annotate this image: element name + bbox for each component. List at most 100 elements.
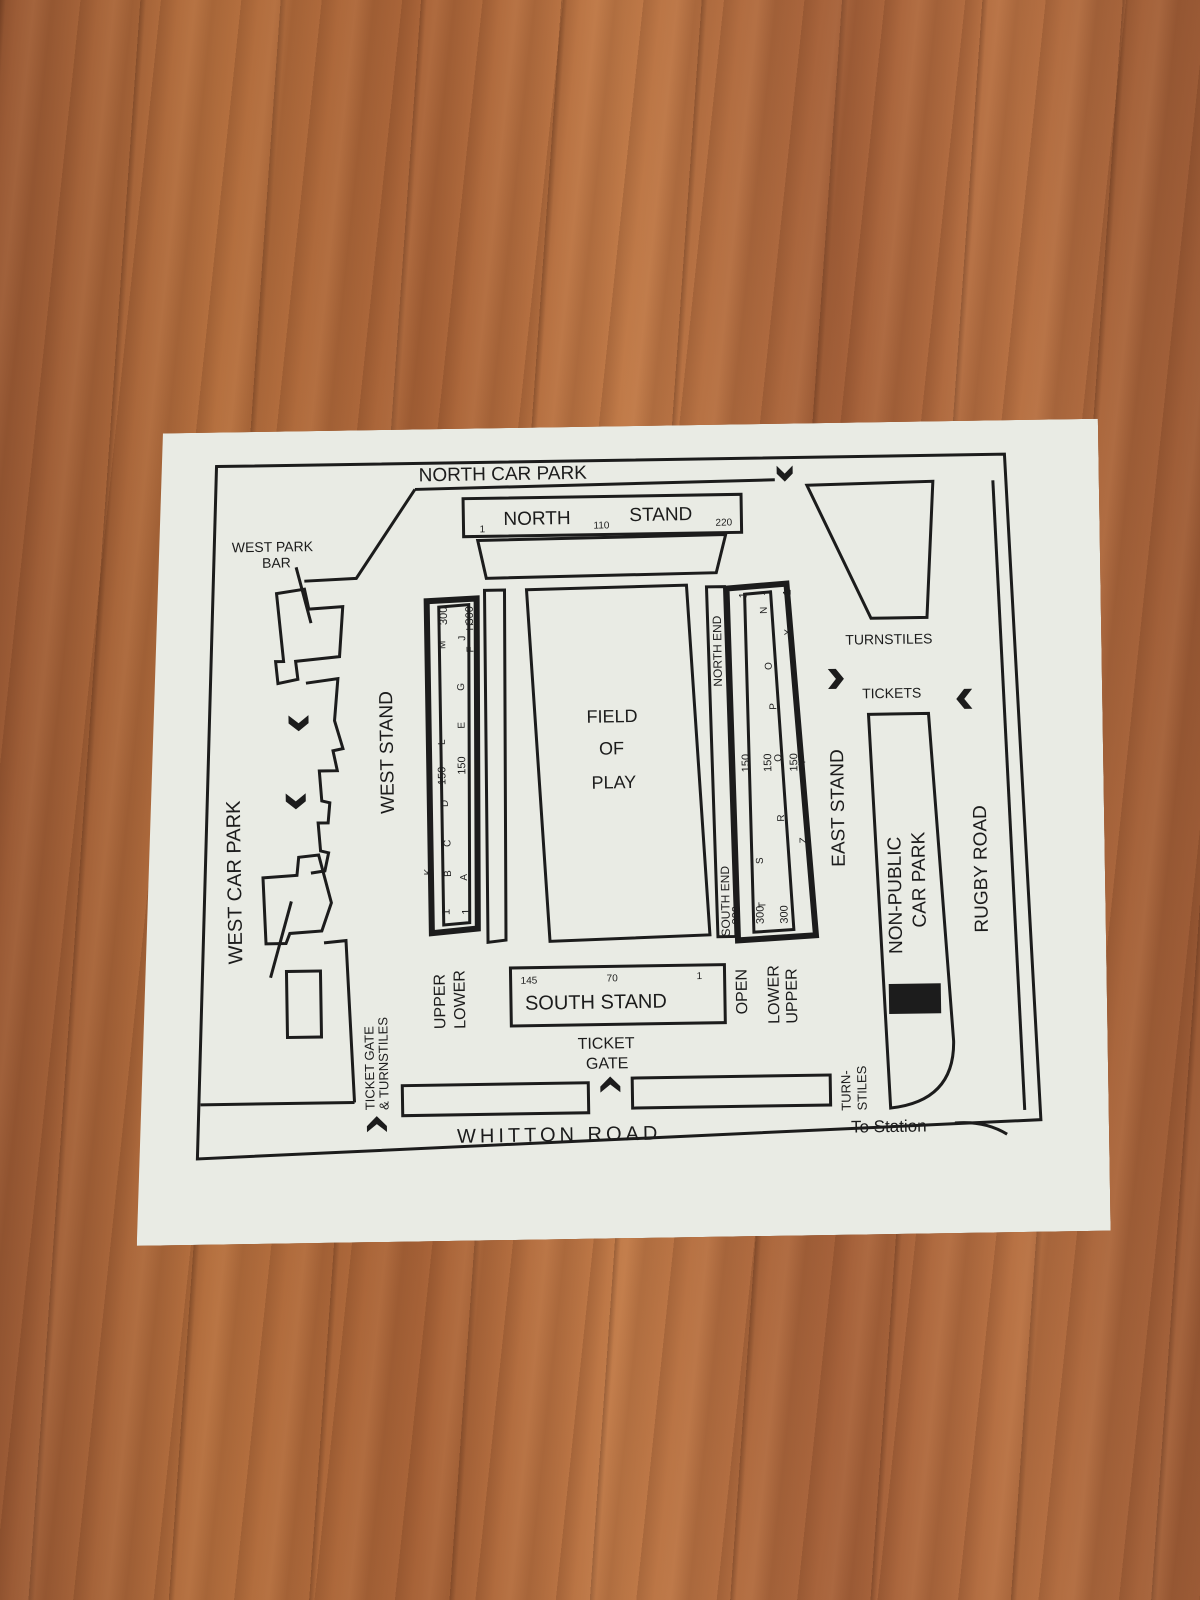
west-row-c: C	[442, 840, 453, 847]
west-stand-label: WEST STAND	[376, 691, 399, 814]
west-car-park-label: WEST CAR PARK	[223, 800, 248, 965]
west-park-bar-label-2: BAR	[262, 554, 291, 570]
whitton-road-edge	[201, 1102, 355, 1104]
to-station-label: To Station	[851, 1116, 927, 1136]
north-stand-label-b: STAND	[629, 504, 692, 526]
east-terrace	[706, 586, 735, 936]
north-car-park-edge	[415, 480, 775, 490]
restaurant-pointer	[269, 901, 292, 977]
north-seat-220: 220	[715, 517, 732, 528]
field-label-1: FIELD	[586, 706, 637, 727]
west-car-park-edge	[324, 940, 355, 1102]
rugby-road-edge	[993, 480, 1025, 1110]
non-public-label-1: NON-PUBLIC	[884, 837, 907, 955]
west-row-d: D	[440, 800, 451, 807]
north-end-label: NORTH END	[710, 615, 725, 687]
ticket-card: NORTH CAR PARK NORTH STAND 1 110 220 WES…	[124, 419, 1111, 1246]
west-arrow-icon-1	[288, 715, 308, 731]
east-num-300b: 300	[754, 906, 766, 925]
west-park-bar-label-1: WEST PARK	[232, 538, 314, 555]
north-terrace	[478, 535, 727, 579]
whitton-road-label: WHITTON ROAD	[457, 1123, 662, 1148]
north-west-wall	[303, 489, 416, 581]
west-num-1b: 1	[460, 908, 472, 914]
east-row-y: Y	[797, 758, 808, 765]
west-num-1a: 1	[440, 909, 452, 915]
east-lower-label: LOWER	[765, 965, 783, 1024]
arrows	[281, 463, 979, 1134]
west-num-300b: 300	[464, 606, 476, 625]
west-stand-inner	[439, 605, 474, 925]
west-row-g: G	[456, 683, 467, 691]
east-row-t: T	[757, 902, 768, 908]
west-stand	[427, 598, 482, 933]
east-row-n: N	[759, 607, 770, 614]
station-pointer	[955, 1122, 1007, 1135]
east-row-p: P	[768, 703, 779, 710]
west-row-f: F	[465, 646, 476, 652]
stadium-map: NORTH CAR PARK NORTH STAND 1 110 220 WES…	[124, 419, 1111, 1246]
tickets-label: TICKETS	[862, 685, 921, 702]
upper-label: UPPER	[432, 974, 450, 1029]
east-stand-inner	[745, 592, 794, 933]
west-row-j: J	[457, 636, 468, 641]
east-num-1a: 1	[738, 592, 750, 598]
west-num-150a: 150	[436, 767, 448, 786]
east-row-r: R	[776, 814, 787, 821]
tickets-arrow-icon	[956, 689, 972, 709]
north-stand-label-a: NORTH	[503, 508, 571, 530]
west-row-a: A	[459, 874, 470, 881]
turnstiles-arrow-icon	[828, 669, 844, 689]
ticket-gate-label-1: TICKET	[578, 1035, 635, 1053]
car-park-block	[889, 983, 941, 1014]
field-label-2: OF	[599, 738, 624, 758]
east-num-150b: 150	[762, 753, 774, 772]
west-park-bar-building	[274, 589, 343, 684]
ticket-gate-turnstiles-1: TICKET GATE	[361, 1026, 377, 1111]
west-terrace	[483, 590, 511, 942]
east-num-1c: 1	[782, 589, 794, 595]
north-seat-1: 1	[479, 524, 485, 535]
east-building	[807, 481, 935, 619]
east-row-q: Q	[773, 754, 784, 762]
west-num-150b: 150	[456, 756, 468, 775]
east-row-z: Z	[798, 837, 809, 843]
west-row-m: M	[437, 641, 448, 650]
ticket-gate-turnstiles-2: & TURNSTILES	[375, 1017, 391, 1111]
whitton-wall-right	[632, 1075, 830, 1108]
ticket-gate-arrow-icon	[600, 1076, 620, 1092]
south-stand-label: SOUTH STAND	[525, 991, 667, 1015]
west-arrow-icon-2	[286, 793, 306, 809]
restaurant-annex	[286, 971, 321, 1038]
west-row-e: E	[457, 722, 468, 729]
bar-pointer	[296, 567, 311, 623]
west-row-l: L	[437, 739, 448, 745]
north-stand	[463, 494, 742, 536]
north-car-park-label: NORTH CAR PARK	[419, 463, 588, 487]
rugby-road-label: RUGBY ROAD	[970, 805, 993, 933]
whitton-arrow-icon	[367, 1116, 387, 1132]
west-stand-wall	[306, 679, 345, 874]
non-public-label-2: CAR PARK	[908, 831, 931, 927]
south-seat-70: 70	[607, 973, 619, 984]
west-row-k: K	[423, 868, 434, 875]
lower-label: LOWER	[451, 970, 469, 1029]
turnstiles-label: TURNSTILES	[845, 630, 932, 647]
east-num-300a: 300	[730, 906, 742, 925]
south-stand	[510, 965, 725, 1026]
east-num-1b: 1	[762, 590, 774, 596]
field-label-3: PLAY	[591, 772, 636, 793]
east-stand	[726, 583, 816, 940]
whitton-wall-left	[402, 1083, 588, 1116]
turn-stiles-label-1: TURN-	[838, 1070, 854, 1111]
west-num-300a: 300	[438, 607, 450, 626]
south-seat-1: 1	[697, 971, 703, 982]
south-seat-145: 145	[521, 976, 538, 987]
turn-stiles-label-2: STILES	[854, 1065, 870, 1110]
west-park-restaurant-building	[263, 855, 332, 944]
east-num-150c: 150	[788, 753, 800, 772]
east-upper-label: UPPER	[783, 968, 801, 1023]
east-num-150a: 150	[740, 754, 752, 773]
east-num-300c: 300	[778, 905, 790, 924]
ticket-gate-label-2: GATE	[586, 1055, 629, 1073]
